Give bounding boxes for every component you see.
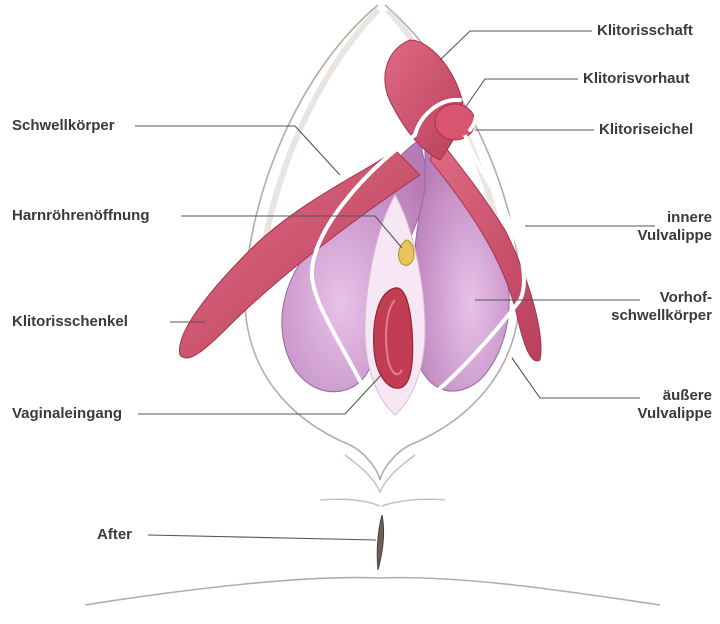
label-vorhofschwellkoerper: Vorhof- schwellkörper <box>594 289 712 325</box>
label-schwellkoerper: Schwellkörper <box>12 117 115 135</box>
anus <box>377 515 383 570</box>
leader-after <box>148 535 376 540</box>
label-aeussere-line2: Vulvalippe <box>612 405 712 423</box>
label-vaginaleingang: Vaginaleingang <box>12 405 122 423</box>
clitoral-glans <box>435 104 475 140</box>
label-innere-vulvalippe: innere Vulvalippe <box>612 209 712 245</box>
label-vorhof-line2: schwellkörper <box>594 307 712 325</box>
leader-schwellkoerper <box>135 126 340 175</box>
label-vorhof-line1: Vorhof- <box>594 289 712 307</box>
label-after: After <box>97 526 132 544</box>
label-innere-line2: Vulvalippe <box>612 227 712 245</box>
label-klitoriseichel: Klitoriseichel <box>599 121 693 139</box>
label-klitorisschenkel: Klitorisschenkel <box>12 313 128 331</box>
leader-klitorisvorhaut <box>465 79 578 108</box>
buttocks-curve <box>85 578 660 605</box>
label-innere-line1: innere <box>612 209 712 227</box>
label-aeussere-vulvalippe: äußere Vulvalippe <box>612 387 712 423</box>
label-klitorisschaft: Klitorisschaft <box>597 22 693 40</box>
perineum-curve <box>345 455 415 492</box>
label-aeussere-line1: äußere <box>612 387 712 405</box>
gluteal-line-left <box>320 499 380 506</box>
gluteal-line-right <box>382 499 445 506</box>
leader-klitorisschaft <box>440 31 592 60</box>
label-klitorisvorhaut: Klitorisvorhaut <box>583 70 690 88</box>
label-harnroehrenoeffnung: Harnröhrenöffnung <box>12 207 149 225</box>
